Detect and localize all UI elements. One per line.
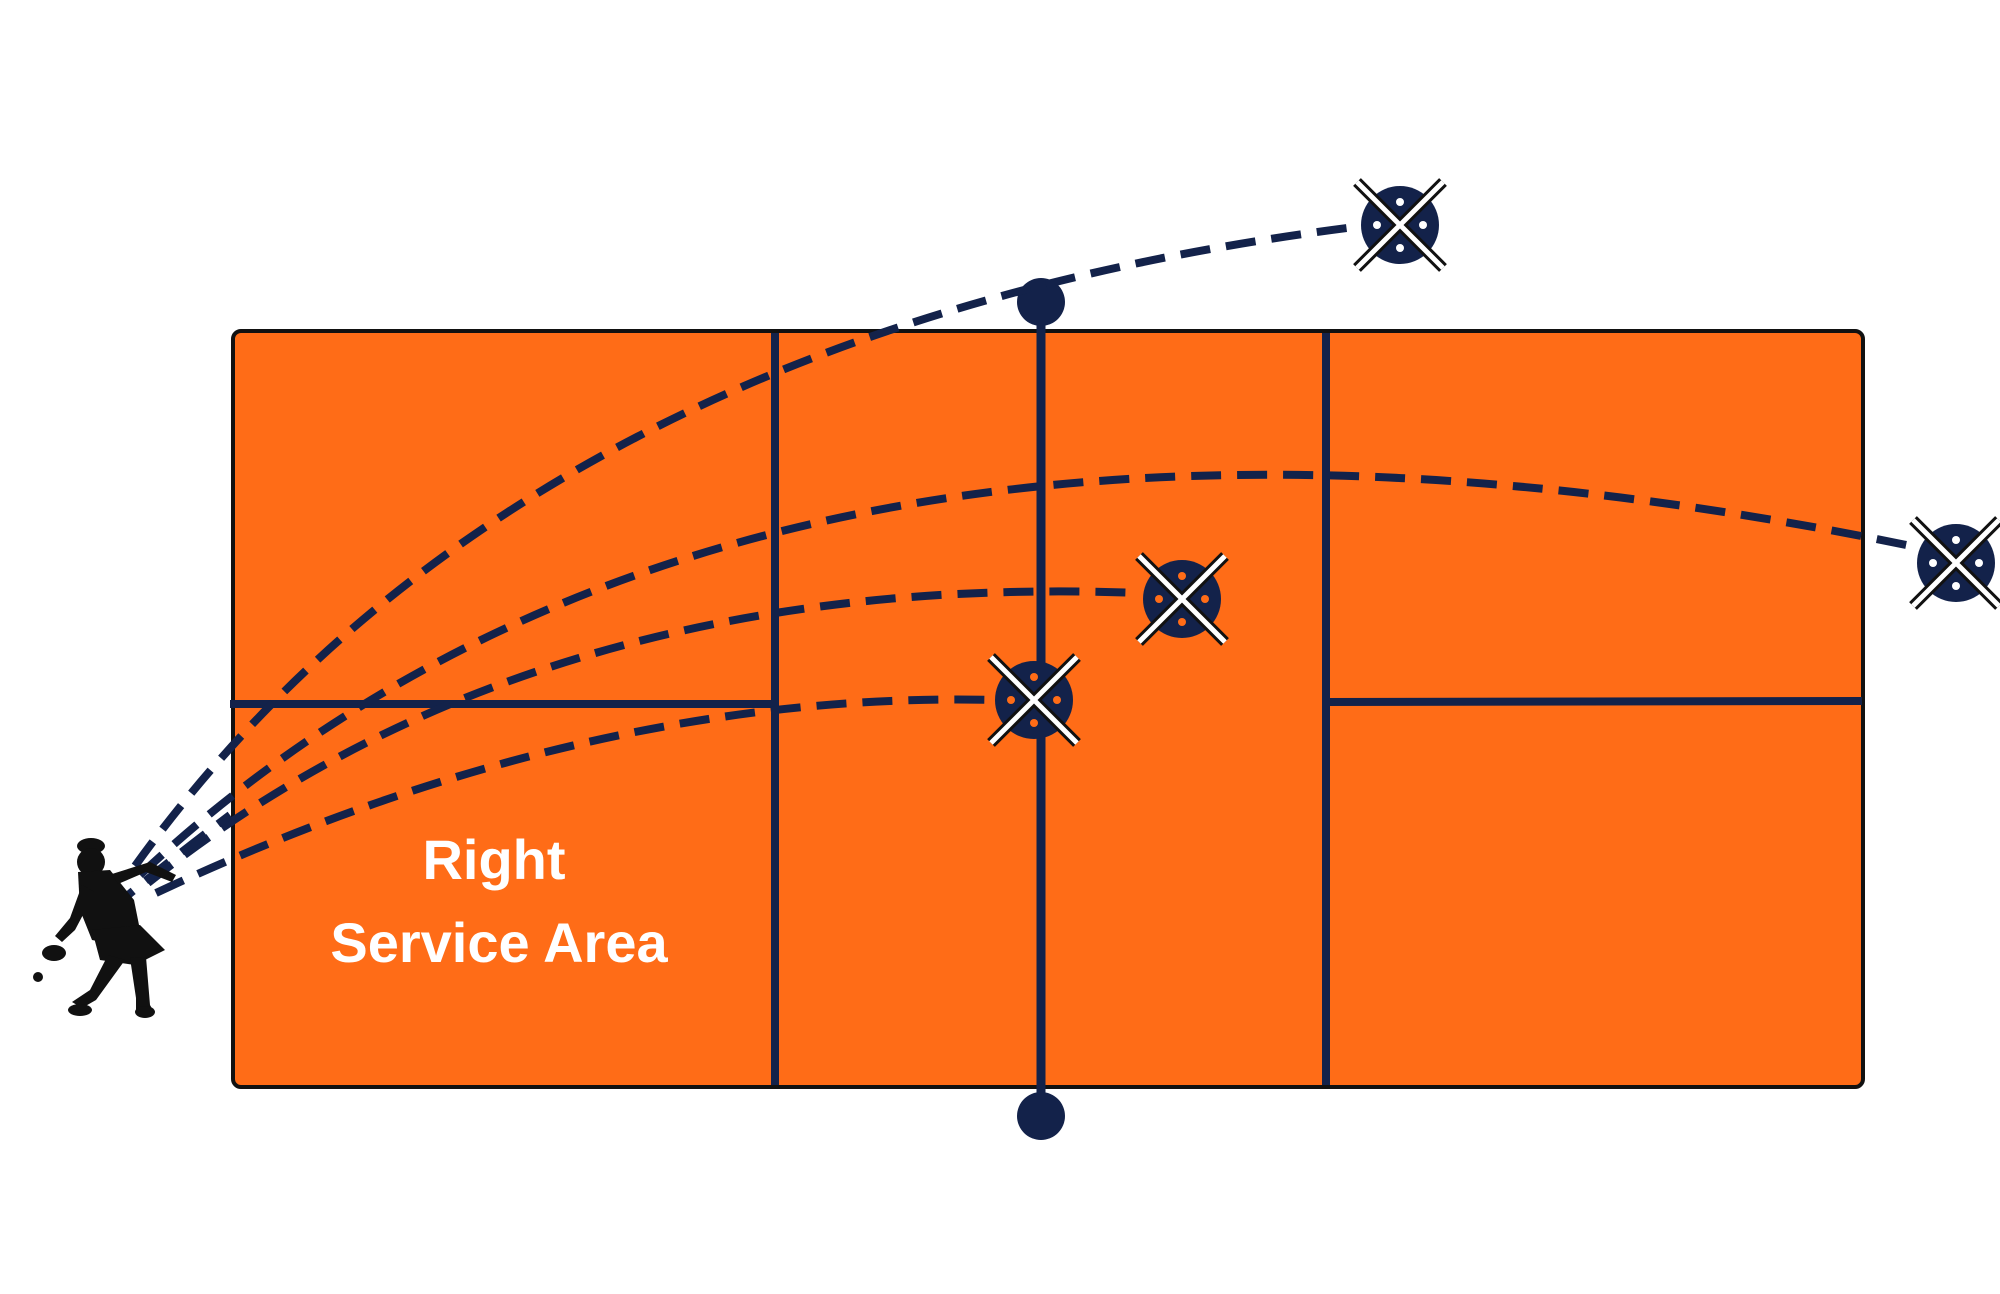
serve-path-wide-long xyxy=(137,470,1936,878)
service-area-label-line2: Service Area xyxy=(330,911,668,974)
serve-path-short xyxy=(154,695,996,897)
service-area-label-line1: Right xyxy=(422,828,565,891)
crossed-out-pickleball-icon xyxy=(1353,178,1447,272)
ball-marker-net xyxy=(987,653,1081,747)
ball-marker-top-out xyxy=(1353,178,1447,272)
serve-path-deep-long xyxy=(131,223,1356,869)
tennis-player-serving-silhouette-icon xyxy=(33,838,176,1018)
ball-marker-right-out xyxy=(1909,516,2000,610)
crossed-out-pickleball-icon xyxy=(1909,516,2000,610)
ball-marker-kitchen-far xyxy=(1135,552,1229,646)
crossed-out-pickleball-icon xyxy=(987,653,1081,747)
serve-path-mid xyxy=(145,587,1141,887)
crossed-out-pickleball-icon xyxy=(1135,552,1229,646)
net-post-bottom xyxy=(1017,1092,1065,1140)
right-center-line xyxy=(1325,697,1863,706)
